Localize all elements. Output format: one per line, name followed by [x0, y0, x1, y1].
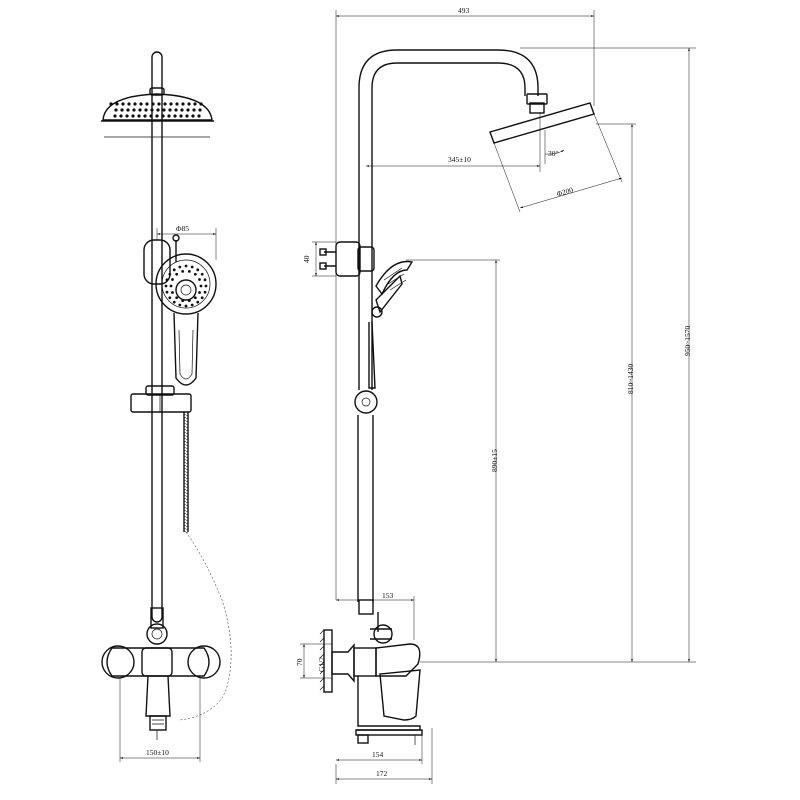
- rain-shower-head-front: [101, 87, 214, 138]
- rain-shower-head-side: Φ200 30°: [489, 93, 623, 213]
- dim-label-arm-offset: 345±10: [448, 155, 471, 164]
- dim-label-total-width: 493: [458, 6, 470, 15]
- dim-label-bracket: 40: [302, 255, 311, 263]
- dim-inlet-height: 70: [295, 643, 332, 679]
- dim-overall-height: 950~1570: [420, 47, 696, 663]
- dim-label-spout-depth: 154: [372, 750, 384, 759]
- front-view: Φ85 150±10: [101, 51, 232, 762]
- dim-base-depth: 172: [335, 728, 433, 784]
- hand-shower-head-front: [155, 253, 217, 315]
- dim-label-head-diameter: Φ200: [556, 185, 575, 198]
- dim-label-overall-height: 950~1570: [683, 325, 692, 356]
- dim-spout-depth: 154: [336, 735, 423, 764]
- hand-shower-handle-front: [173, 312, 199, 386]
- dim-label-head-angle: 30°: [548, 149, 559, 158]
- dim-hand-shower-height: 890±15: [406, 259, 500, 662]
- side-view: Φ200 30° 40: [295, 6, 696, 784]
- rain-shower-nozzles: [109, 102, 203, 118]
- dim-total-width: 493: [335, 6, 595, 600]
- dim-label-hand-diameter: Φ85: [176, 224, 189, 233]
- dim-center-distance: 150±10: [119, 678, 201, 762]
- dim-arm-offset: 345±10: [366, 112, 541, 172]
- dim-label-head-range: 810~1430: [626, 363, 635, 394]
- dim-label-thread: G1/2: [317, 657, 326, 672]
- dim-label-hand-height: 890±15: [490, 449, 499, 472]
- hand-shower-side: [354, 260, 414, 414]
- dim-label-base-depth: 172: [376, 769, 388, 778]
- mixer-side: G1/2: [317, 599, 423, 745]
- dim-label-center-distance: 150±10: [146, 748, 169, 757]
- front-riser-pipe: [151, 51, 163, 623]
- dim-head-height-range: 810~1430: [596, 123, 636, 662]
- dim-mixer-depth: 153: [336, 591, 415, 640]
- dim-hand-shower-diameter: Φ85: [156, 224, 217, 260]
- dim-label-inlet-height: 70: [295, 658, 304, 666]
- dim-label-mixer-depth: 153: [382, 591, 394, 600]
- hand-shower-holder-front: [130, 385, 192, 413]
- riser-and-overhead-arm: [357, 49, 539, 602]
- wall-bracket-side: 40: [302, 241, 375, 277]
- shower-hose-front: [179, 412, 232, 721]
- mixer-body-front: [101, 607, 221, 740]
